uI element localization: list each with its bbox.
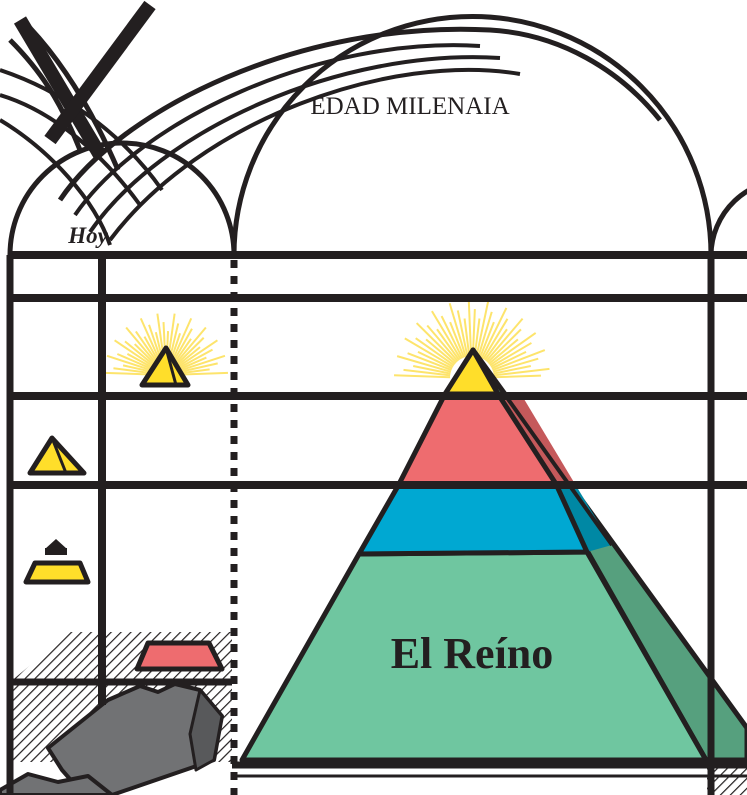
arch-today — [7, 140, 237, 256]
glow-ray — [413, 365, 451, 375]
cross-stroke-2 — [44, 0, 156, 145]
glow-ray — [181, 371, 228, 376]
rock-large-side — [188, 688, 224, 772]
glow-ray — [143, 336, 160, 362]
glow-ray — [125, 326, 157, 364]
glow-ray — [179, 348, 213, 369]
glow-ray — [394, 374, 451, 379]
glow-ray — [425, 338, 456, 365]
arches — [0, 0, 747, 256]
glow-ray — [171, 317, 193, 361]
glow-ray — [426, 324, 459, 362]
glow-ray — [491, 351, 527, 370]
kingdom-label: El Reíno — [391, 629, 554, 678]
glow-ray — [113, 367, 151, 374]
cross-stroke — [13, 16, 107, 159]
glow-ray — [181, 362, 218, 373]
glow-ray — [480, 307, 508, 359]
glow-ray — [407, 352, 452, 372]
glow-ray — [492, 357, 539, 373]
arch-millennial — [231, 14, 714, 256]
glow-ray — [139, 317, 161, 361]
glow-ray — [181, 368, 210, 374]
glow-ray — [431, 310, 462, 360]
glow-ray — [467, 300, 473, 357]
glow-ray — [488, 338, 519, 365]
glow-ray — [104, 371, 151, 376]
glow-ray — [106, 354, 152, 372]
glow-ray — [403, 368, 451, 377]
glow-ray — [448, 302, 467, 358]
glow-ray — [482, 318, 509, 360]
glow-ray — [135, 330, 158, 363]
glow-ray — [180, 356, 207, 370]
glow-ray — [449, 321, 465, 358]
glow-ray — [172, 328, 193, 362]
glow-ray — [180, 354, 226, 372]
glow-ray — [415, 322, 458, 364]
glow-ray — [463, 318, 471, 357]
kingdom-pyramid — [239, 347, 747, 763]
pyramid-edge-lower — [585, 551, 708, 761]
rock-small — [0, 772, 114, 795]
arch-next — [708, 188, 747, 256]
glow-ray — [124, 340, 155, 366]
glow-ray — [493, 367, 550, 377]
glow-ray — [479, 321, 495, 358]
glow-ray — [490, 342, 532, 368]
glow-ray — [174, 338, 192, 363]
glow-ray — [396, 355, 452, 373]
glow-ray — [484, 328, 508, 361]
glow-ray — [440, 315, 464, 359]
red-tier-icon — [134, 640, 225, 672]
glow-ray — [134, 343, 156, 365]
pyramid-edge — [471, 348, 614, 547]
era-label: EDAD MILENAIA — [310, 93, 509, 120]
small-pyramid-icon-left — [27, 435, 87, 476]
glow-ray — [492, 349, 546, 372]
glow-ray — [477, 311, 493, 358]
glow-ray — [415, 337, 455, 367]
glow-ray — [404, 337, 454, 368]
small-pyramid-icon — [139, 345, 191, 388]
glow-ray — [122, 364, 151, 373]
pyramid-tier-blue — [356, 481, 590, 557]
glow-ray — [417, 351, 453, 370]
glow-ray — [486, 328, 522, 364]
glow-ray — [148, 324, 162, 361]
today-label: Hoy — [67, 223, 108, 248]
glow-ray — [485, 317, 524, 362]
glow-ray — [493, 365, 531, 375]
glow-ray — [475, 301, 490, 357]
glow-ray — [116, 353, 152, 370]
glow-ray — [456, 310, 469, 357]
glow-ray — [176, 337, 205, 365]
pyramid-side-blue — [556, 484, 612, 552]
glow-ray — [489, 332, 537, 367]
grid-frame — [6, 251, 747, 795]
rising-tier-icon — [23, 539, 91, 585]
glow-ray — [177, 346, 201, 366]
rock-fragments — [0, 682, 224, 795]
glow-rays-kingdom — [394, 300, 550, 379]
glow-ray — [493, 374, 541, 379]
glow-ray — [114, 339, 154, 367]
glow-ray — [175, 326, 207, 364]
glow-ray — [178, 339, 218, 367]
glow-ray — [436, 328, 460, 361]
glow-ray — [126, 353, 153, 369]
